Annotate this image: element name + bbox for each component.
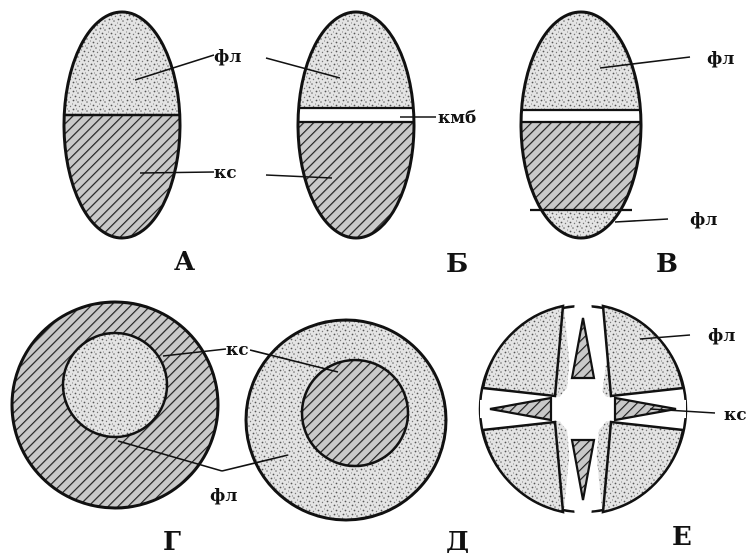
bundle-e: фл кс Е <box>470 296 747 552</box>
phloem-region <box>60 10 185 115</box>
bundle-a: фл кс А <box>60 10 241 277</box>
caption-b: Б <box>446 249 468 279</box>
phloem-label: фл <box>707 49 734 69</box>
bundle-v: фл фл В <box>518 10 734 279</box>
phloem-region <box>63 333 167 437</box>
phloem-label: фл <box>210 486 237 506</box>
cambium-label: кмб <box>438 108 476 128</box>
bundle-b: Б <box>266 10 548 279</box>
xylem-region <box>60 115 185 245</box>
xylem-region <box>295 122 420 247</box>
cambium-region <box>295 108 420 122</box>
phloem-label: фл <box>708 326 735 346</box>
xylem-region <box>302 360 408 466</box>
phloem-region <box>295 10 420 108</box>
caption-e: Е <box>672 522 692 552</box>
caption-g: Г <box>163 527 181 553</box>
xylem-label: кс <box>724 405 747 425</box>
cambium-region <box>518 110 646 122</box>
xylem-label: кс <box>214 163 237 183</box>
phloem-region <box>518 10 646 110</box>
caption-a: А <box>174 247 195 277</box>
bundle-d: Д <box>222 320 469 553</box>
bundle-g: Г <box>12 302 226 553</box>
caption-v: В <box>656 249 678 279</box>
phloem-label: фл <box>214 47 241 67</box>
inner-phloem-label: фл <box>690 210 717 230</box>
xylem-label: кс <box>226 340 249 360</box>
caption-d: Д <box>446 527 469 553</box>
inner-phloem-region <box>518 210 646 250</box>
leader-line <box>140 172 214 173</box>
